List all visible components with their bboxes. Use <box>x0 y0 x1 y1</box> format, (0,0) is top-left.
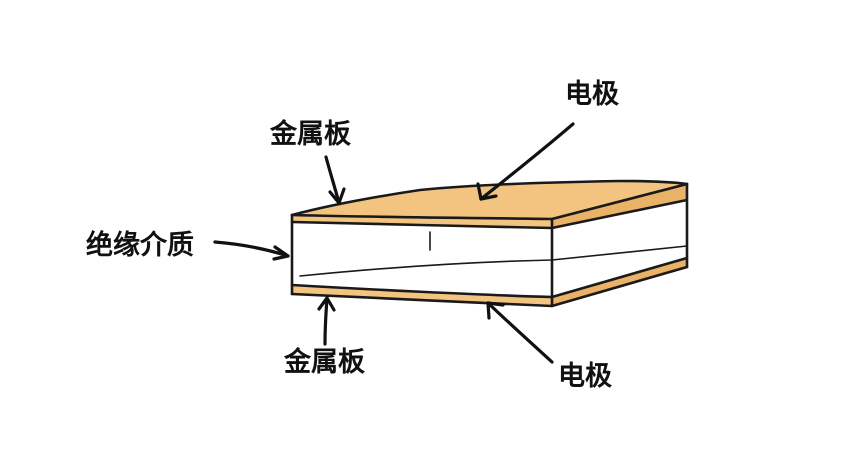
label-dielectric: 绝缘介质 <box>86 229 194 261</box>
label-electrode-bottom: 电极 <box>558 361 612 392</box>
label-metal-plate-top: 金属板 <box>269 118 351 150</box>
capacitor-body <box>290 179 689 308</box>
label-metal-plate-bottom: 金属板 <box>283 346 365 378</box>
bottom-plate-front <box>292 285 552 306</box>
arrow-metal-plate-top <box>324 155 346 205</box>
bottom-plate-side <box>552 258 687 306</box>
body-outline <box>290 179 689 308</box>
top-plate-side <box>552 184 687 228</box>
label-electrode-top: 电极 <box>565 79 619 110</box>
arrow-electrode-bottom <box>486 301 554 364</box>
arrow-electrode-top <box>476 122 575 201</box>
arrow-metal-plate-bottom <box>317 296 336 346</box>
dielectric-front <box>292 222 552 297</box>
arrow-dielectric <box>213 240 290 261</box>
dielectric-side <box>552 200 687 297</box>
